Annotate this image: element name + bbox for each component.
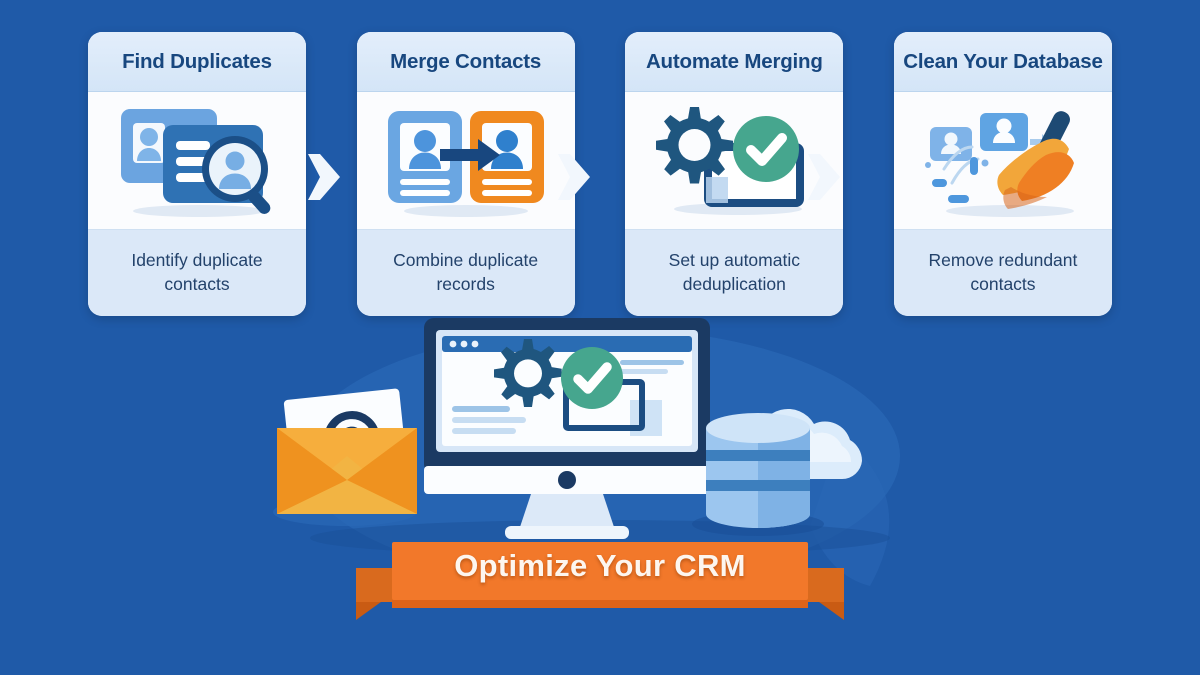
merge-contact-cards-arrow-icon [387, 110, 544, 217]
step-card-header: Automate Merging [625, 32, 844, 92]
broom-sweeping-contacts-icon [924, 110, 1074, 217]
step-card-footer: Set up automatic deduplication [625, 230, 844, 316]
step-card-header: Merge Contacts [356, 32, 575, 92]
gear-icon [494, 339, 562, 407]
step-card-header: Clean Your Database [893, 32, 1112, 92]
step-caption: Remove redundant contacts [928, 250, 1078, 294]
contact-cards-magnifier-icon [121, 108, 271, 217]
step-card-illustration [356, 92, 575, 230]
step-caption: Combine duplicate records [393, 250, 539, 294]
step-card-header: Find Duplicates [88, 32, 306, 92]
step-title: Merge Contacts [390, 49, 542, 73]
step-card-automate-merging[interactable]: Automate Merging Set up automatic dedupl… [625, 32, 844, 316]
database-cylinder-icon [692, 413, 824, 536]
step-card-footer: Identify duplicate contacts [88, 230, 306, 316]
email-envelope-at-sign-icon [273, 388, 417, 526]
orange-ribbon-banner [356, 542, 844, 620]
monitor-power-dot [558, 471, 576, 489]
process-steps-row: Find Duplicates [88, 32, 1112, 316]
step-card-footer: Remove redundant contacts [893, 230, 1112, 316]
browser-titlebar [442, 336, 692, 352]
desktop-monitor-icon [424, 318, 710, 539]
step-title: Clean Your Database [903, 49, 1103, 73]
step-card-footer: Combine duplicate records [356, 230, 575, 316]
step-title: Find Duplicates [122, 49, 272, 73]
checkmark-badge-icon [561, 347, 623, 409]
step-title: Automate Merging [645, 49, 823, 73]
step-card-merge-contacts[interactable]: Merge Contacts [356, 32, 575, 316]
step-caption: Set up automatic deduplication [668, 250, 800, 294]
step-card-illustration [88, 92, 306, 230]
step-card-clean-database[interactable]: Clean Your Database [893, 32, 1112, 316]
step-card-illustration [893, 92, 1112, 230]
step-caption: Identify duplicate contacts [131, 250, 263, 294]
hero-illustration [0, 316, 1200, 675]
step-card-illustration [625, 92, 844, 230]
gear-checkmark-icon [656, 106, 805, 215]
step-card-find-duplicates[interactable]: Find Duplicates [88, 32, 306, 316]
